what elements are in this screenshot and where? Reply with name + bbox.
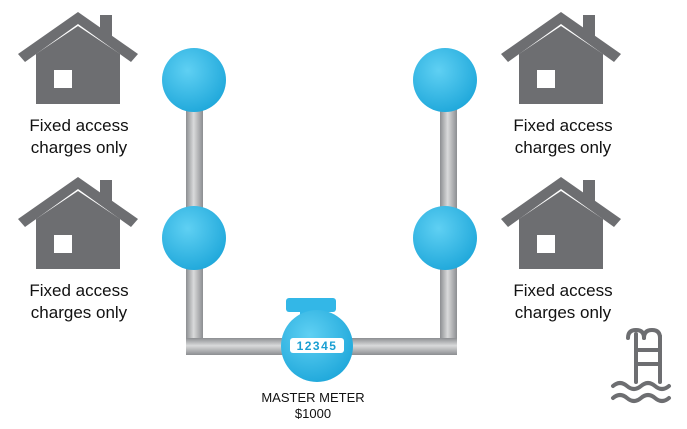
house-label-bottom-left: Fixed access charges only: [9, 280, 149, 324]
house-icon: [501, 177, 621, 269]
house-icon: [18, 177, 138, 269]
house-label-bottom-right: Fixed access charges only: [493, 280, 633, 324]
connection-node: [413, 206, 477, 270]
house-label-line2: charges only: [30, 138, 128, 157]
house-label-line1: Fixed access: [29, 116, 129, 135]
house-label-line2: charges only: [30, 303, 128, 322]
swimming-pool-icon: [611, 328, 671, 403]
connection-nodes: [162, 48, 477, 270]
house-label-top-right: Fixed access charges only: [493, 115, 633, 159]
house-label-line1: Fixed access: [29, 281, 129, 300]
master-meter-label: MASTER METER $1000: [233, 390, 393, 422]
master-meter-title: MASTER METER: [261, 390, 365, 405]
meter-reading: 12345: [297, 339, 338, 353]
house-label-line1: Fixed access: [513, 281, 613, 300]
master-meter-value: $1000: [294, 406, 332, 421]
house-icon: [18, 12, 138, 104]
master-meter-icon: 12345: [281, 298, 353, 382]
house-icon: [501, 12, 621, 104]
house-label-line2: charges only: [514, 303, 612, 322]
connection-node: [162, 48, 226, 112]
connection-node: [162, 206, 226, 270]
house-label-top-left: Fixed access charges only: [9, 115, 149, 159]
house-label-line1: Fixed access: [513, 116, 613, 135]
house-label-line2: charges only: [514, 138, 612, 157]
connection-node: [413, 48, 477, 112]
